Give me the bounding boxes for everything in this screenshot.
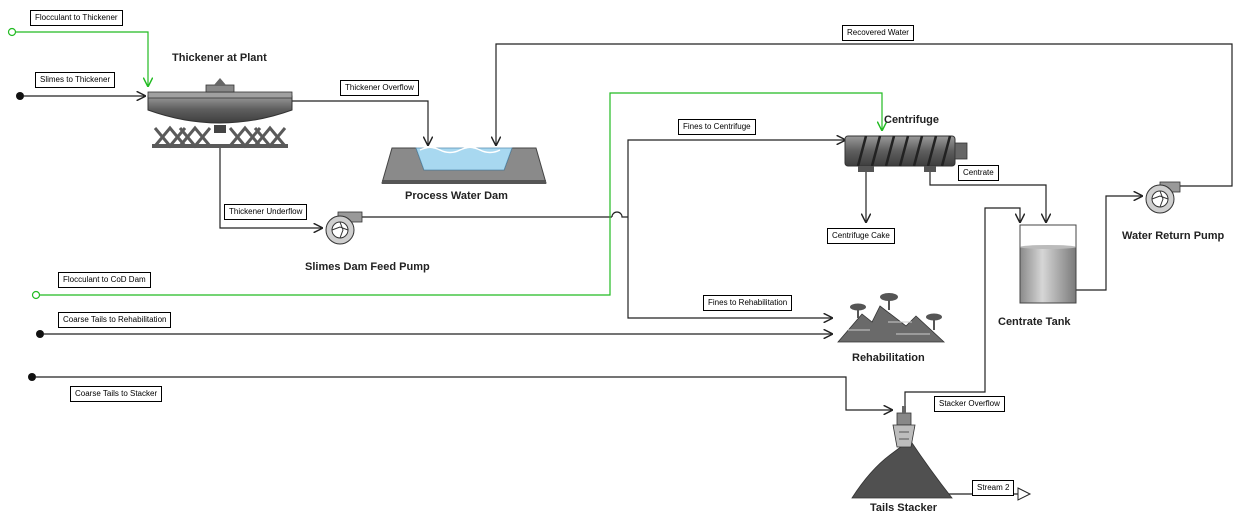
thickener-icon[interactable] [147,78,293,149]
process-water-dam-title: Process Water Dam [405,190,508,202]
flocculant-to-cod-dam-label[interactable]: Flocculant to CoD Dam [58,272,151,288]
fines-to-rehabilitation-line[interactable] [627,217,832,318]
stream-2-label[interactable]: Stream 2 [972,480,1015,496]
rehabilitation-title: Rehabilitation [852,352,925,364]
centrate-line[interactable] [929,170,1046,222]
flocculant-to-cod-dam-line[interactable] [40,92,882,296]
slimes-feed-node[interactable] [16,92,24,100]
tails-stacker-icon[interactable] [851,406,953,499]
stacker-overflow-line[interactable] [904,207,1020,408]
recovered-water-label[interactable]: Recovered Water [842,25,914,41]
thickener-title: Thickener at Plant [172,52,267,64]
water-return-pump-title: Water Return Pump [1122,230,1225,242]
stacker-overflow-label[interactable]: Stacker Overflow [934,396,1005,412]
stream-2-arrowhead [1017,487,1032,501]
centrifuge-cake-label[interactable]: Centrifuge Cake [827,228,895,244]
process-water-dam-icon[interactable] [381,146,547,185]
flocculant-to-thickener-label[interactable]: Flocculant to Thickener [30,10,123,26]
fines-to-rehabilitation-label[interactable]: Fines to Rehabilitation [703,295,793,311]
thickener-overflow-label[interactable]: Thickener Overflow [340,80,419,96]
fines-to-centrifuge-label[interactable]: Fines to Centrifuge [678,119,756,135]
centrate-tank-icon[interactable] [1019,224,1077,304]
centrate-tank-outlet-line[interactable] [1075,196,1142,291]
coarse-tails-to-rehabilitation-label[interactable]: Coarse Tails to Rehabilitation [58,312,172,328]
recovered-water-line[interactable] [496,43,1233,187]
coarse-tails-to-stacker-label[interactable]: Coarse Tails to Stacker [70,386,163,402]
coarse-tails-rehab-feed-node[interactable] [36,330,44,338]
coarse-tails-stacker-feed-node[interactable] [28,373,36,381]
tails-stacker-title: Tails Stacker [870,502,938,514]
thickener-underflow-label[interactable]: Thickener Underflow [224,204,308,220]
line-crossover [611,211,628,218]
water-return-pump-icon[interactable] [1145,181,1181,214]
slimes-dam-feed-pump-icon[interactable] [325,211,363,245]
centrate-label[interactable]: Centrate [958,165,999,181]
rehabilitation-icon[interactable] [837,293,946,343]
fines-to-centrifuge-line[interactable] [627,140,845,217]
centrifuge-title: Centrifuge [884,114,939,126]
centrifuge-icon[interactable] [844,135,968,172]
slimes-dam-feed-pump-title: Slimes Dam Feed Pump [305,261,430,273]
thickener-overflow-line[interactable] [292,100,428,145]
flocculant-to-thickener-line[interactable] [16,31,148,86]
flocculant-feed-node[interactable] [7,27,17,37]
flocculant-cod-feed-node[interactable] [31,290,41,300]
thickener-underflow-line[interactable] [219,148,322,228]
coarse-tails-to-stacker-line[interactable] [36,376,892,410]
centrate-tank-title: Centrate Tank [998,316,1071,328]
slimes-to-thickener-label[interactable]: Slimes to Thickener [35,72,116,88]
